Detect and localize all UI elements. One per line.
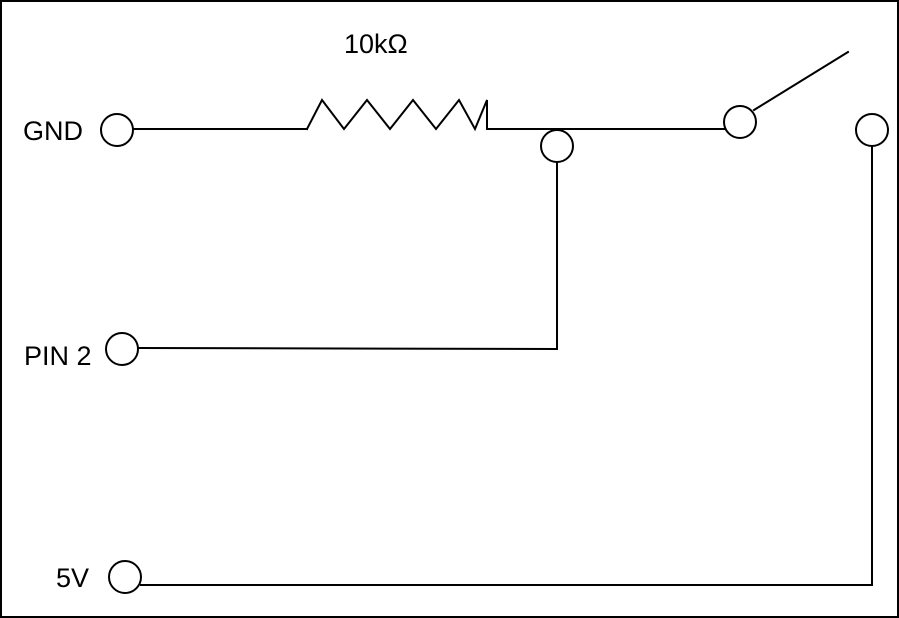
gnd-label: GND — [23, 116, 83, 146]
switch-left-terminal — [723, 105, 757, 139]
resistor-symbol — [305, 98, 488, 132]
gnd-terminal — [100, 113, 134, 147]
wire-5v-to-switch — [140, 145, 873, 586]
pin2-label: PIN 2 — [24, 341, 92, 371]
pin2-terminal — [105, 332, 139, 366]
switch-lever — [752, 50, 850, 112]
switch-right-terminal — [855, 113, 889, 147]
5v-label: 5V — [56, 563, 89, 593]
wire-junction-to-pin2 — [137, 162, 558, 351]
resistor-value-label: 10kΩ — [344, 29, 408, 59]
junction-terminal — [540, 129, 574, 163]
5v-terminal — [108, 560, 142, 594]
